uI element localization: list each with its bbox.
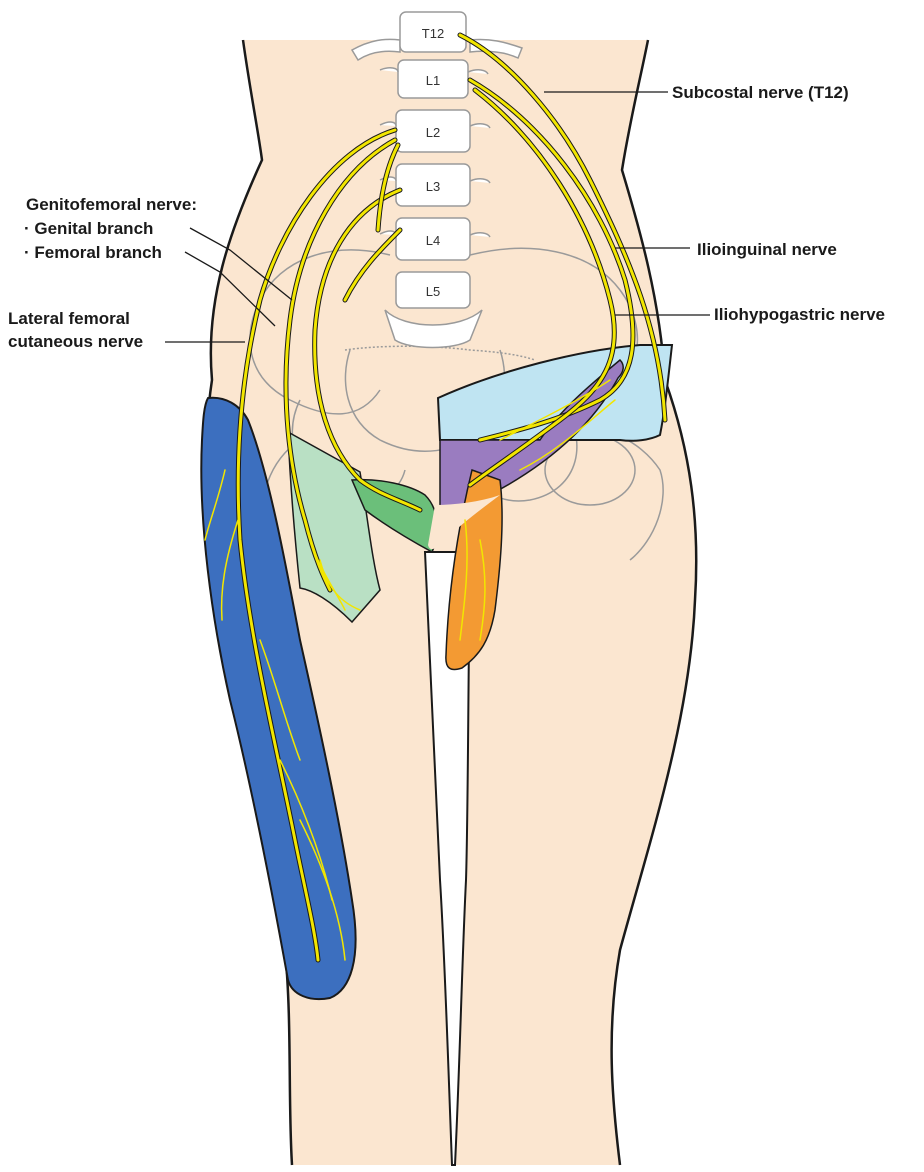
lateral-femoral-label-line1: Lateral femoral	[8, 309, 130, 329]
vertebra-label-t12: T12	[422, 26, 444, 41]
lateral-femoral-label-line2: cutaneous nerve	[8, 332, 143, 352]
vertebra-label-l3: L3	[426, 179, 440, 194]
vertebra-label-l4: L4	[426, 233, 440, 248]
iliohypogastric-nerve-label: Iliohypogastric nerve	[714, 305, 885, 325]
subcostal-nerve-label: Subcostal nerve (T12)	[672, 83, 849, 103]
vertebra-label-l2: L2	[426, 125, 440, 140]
genitofemoral-nerve-label: Genitofemoral nerve:	[26, 195, 197, 215]
genital-branch-label: · Genital branch	[24, 219, 153, 239]
ilioinguinal-nerve-label: Ilioinguinal nerve	[697, 240, 837, 260]
vertebra-label-l5: L5	[426, 284, 440, 299]
vertebra-label-l1: L1	[426, 73, 440, 88]
femoral-branch-label: · Femoral branch	[24, 243, 162, 263]
